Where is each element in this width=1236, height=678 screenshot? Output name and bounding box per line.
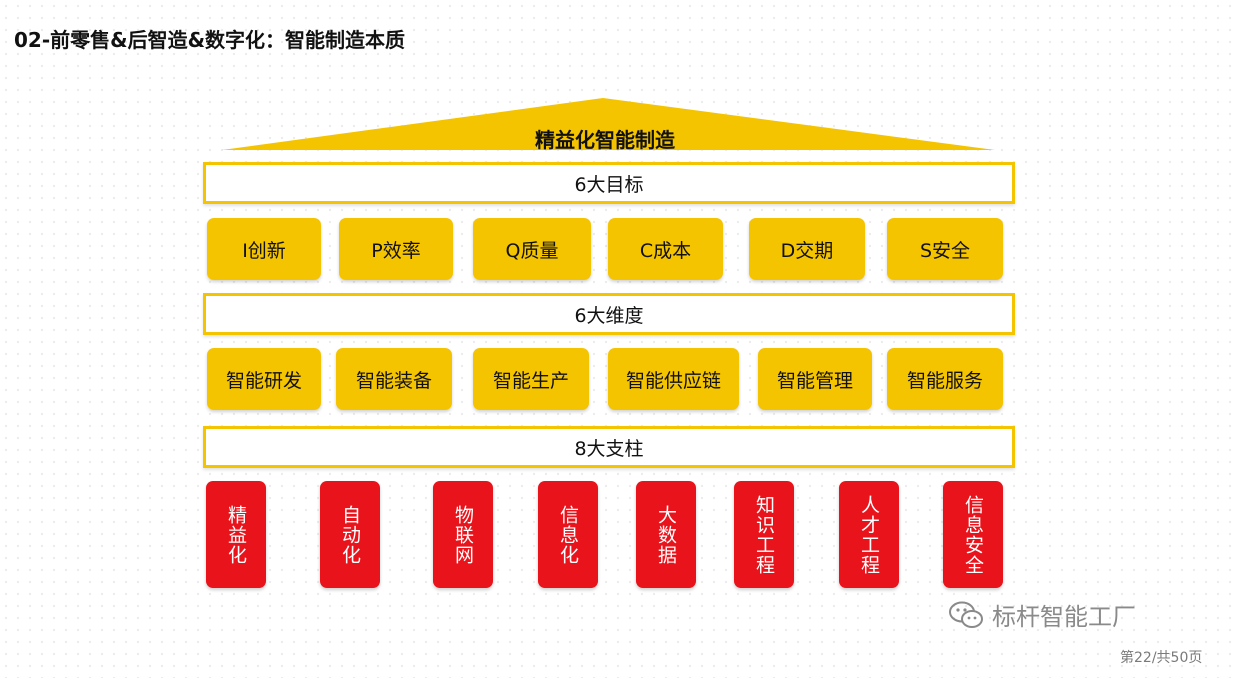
dimension-box: 智能生产 xyxy=(473,348,589,410)
pillar-label: 人才工程 xyxy=(858,494,880,575)
goals-band: 6大目标 xyxy=(203,162,1015,204)
roof-triangle xyxy=(222,98,995,150)
page-indicator: 第22/共50页 xyxy=(1120,650,1203,666)
wechat-icon xyxy=(949,601,983,628)
pillar: 大数据 xyxy=(636,481,696,588)
watermark-text: 标杆智能工厂 xyxy=(992,603,1136,631)
pillar: 信息安全 xyxy=(943,481,1003,588)
dimension-box: 智能管理 xyxy=(758,348,872,410)
goal-box: I创新 xyxy=(207,218,321,280)
pillar-label: 精益化 xyxy=(225,504,247,565)
pillar-label: 知识工程 xyxy=(753,494,775,575)
pillar-label: 信息安全 xyxy=(962,494,984,575)
goal-box: Q质量 xyxy=(473,218,591,280)
page-title: 02-前零售&后智造&数字化：智能制造本质 xyxy=(14,28,406,52)
goal-box: P效率 xyxy=(339,218,453,280)
goal-box: S安全 xyxy=(887,218,1003,280)
dimension-box: 智能服务 xyxy=(887,348,1003,410)
pillar: 精益化 xyxy=(206,481,266,588)
pillar-label: 物联网 xyxy=(452,504,474,565)
pillar: 信息化 xyxy=(538,481,598,588)
goal-box: C成本 xyxy=(608,218,723,280)
roof-label: 精益化智能制造 xyxy=(535,128,675,152)
dimensions-band: 6大维度 xyxy=(203,293,1015,335)
watermark: 标杆智能工厂 xyxy=(948,597,1136,632)
dimension-box: 智能研发 xyxy=(207,348,321,410)
goal-box: D交期 xyxy=(749,218,865,280)
pillar: 自动化 xyxy=(320,481,380,588)
pillar: 知识工程 xyxy=(734,481,794,588)
pillar: 人才工程 xyxy=(839,481,899,588)
pillar-label: 自动化 xyxy=(339,504,361,565)
dimension-box: 智能装备 xyxy=(336,348,452,410)
pillars-band: 8大支柱 xyxy=(203,426,1015,468)
pillar-label: 大数据 xyxy=(655,504,677,565)
pillar-label: 信息化 xyxy=(557,504,579,565)
pillar: 物联网 xyxy=(433,481,493,588)
dimension-box: 智能供应链 xyxy=(608,348,739,410)
